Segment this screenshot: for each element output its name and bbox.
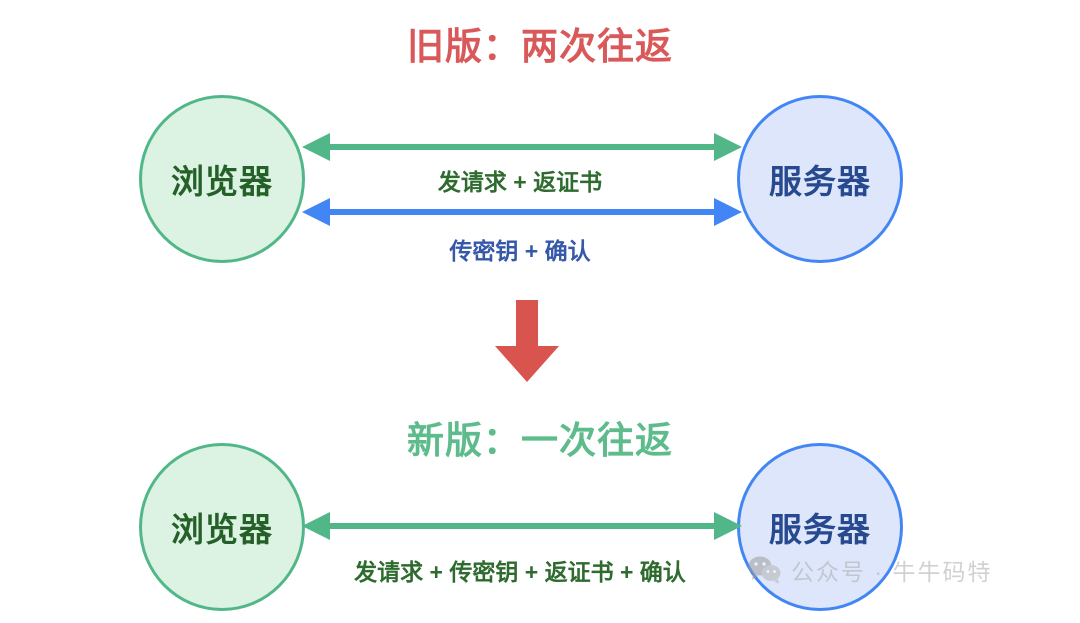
new-version-title: 新版：一次往返 (407, 420, 673, 461)
node-browser-old-label: 浏览器 (171, 163, 273, 200)
node-browser-old: 浏览器 (139, 95, 305, 263)
watermark-text: 公众号 · 牛牛码特 (791, 559, 993, 585)
edge-label-old-key-confirm: 传密钥 + 确认 (449, 238, 591, 264)
node-server-old-label: 服务器 (769, 163, 871, 200)
node-server-new: 服务器 (737, 443, 903, 611)
watermark: 公众号 · 牛牛码特 (748, 553, 992, 587)
node-browser-new-label: 浏览器 (171, 511, 273, 548)
edge-arrow-new-green (302, 512, 742, 540)
node-browser-new: 浏览器 (139, 443, 305, 611)
node-server-old: 服务器 (737, 95, 903, 263)
edge-arrow-old-blue (302, 198, 742, 226)
wechat-icon (748, 556, 781, 584)
edge-arrow-old-green (302, 133, 742, 161)
down-arrow-icon (495, 300, 559, 382)
old-version-title: 旧版：两次往返 (407, 26, 673, 67)
node-server-new-label: 服务器 (769, 511, 871, 548)
edge-label-old-request-cert: 发请求 + 返证书 (437, 169, 603, 195)
edge-label-new-combined: 发请求 + 传密钥 + 返证书 + 确认 (354, 559, 686, 585)
